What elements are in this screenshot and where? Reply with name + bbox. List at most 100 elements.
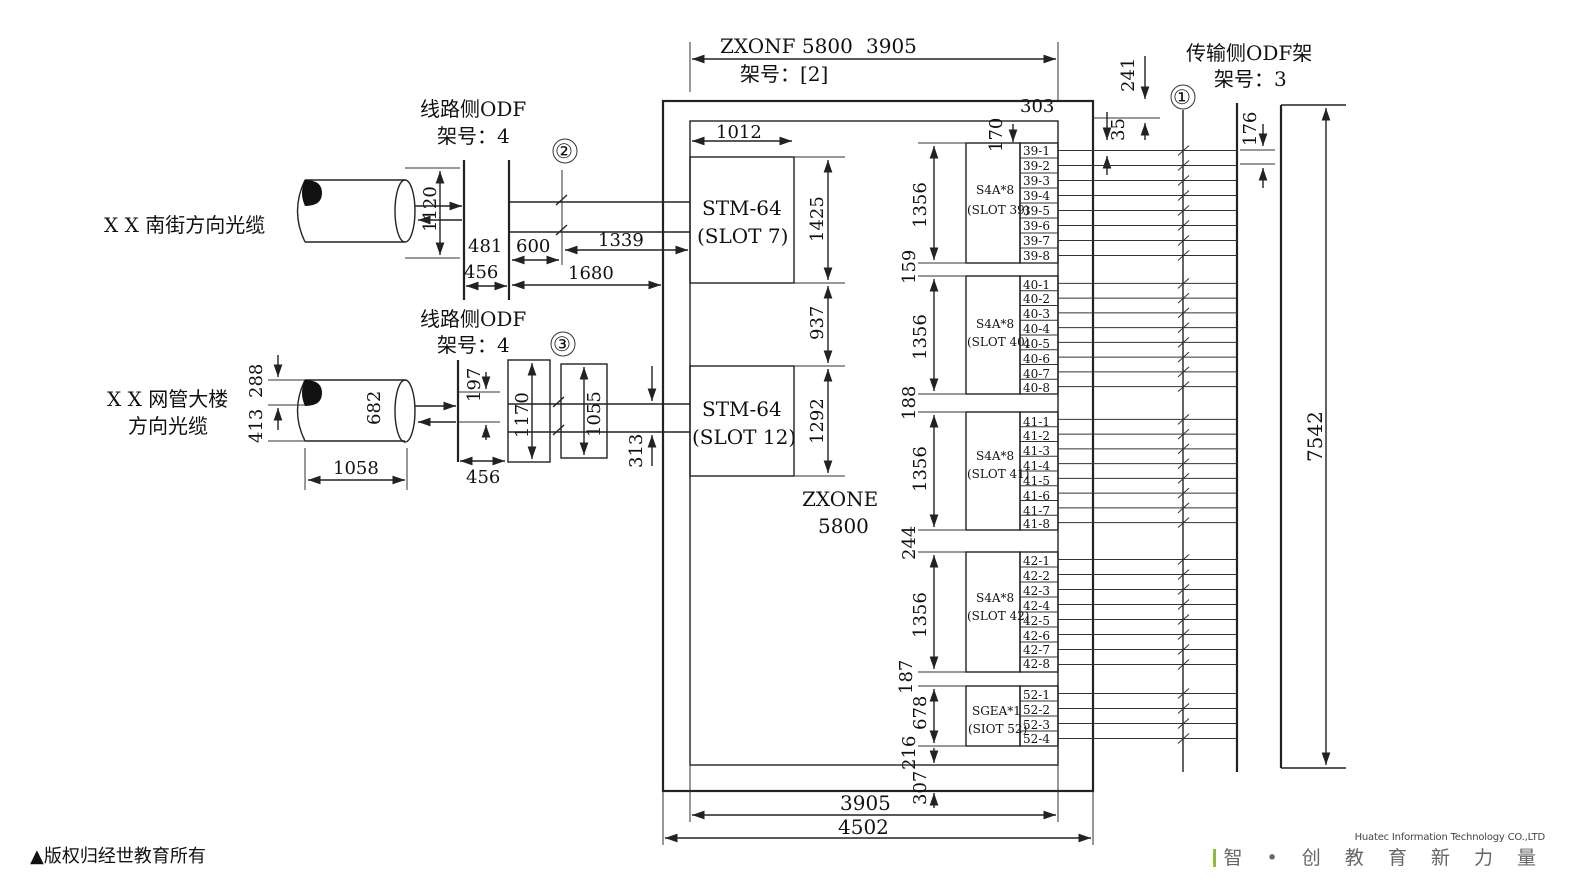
cable-2-icon bbox=[296, 379, 416, 443]
dim-1120: 1120 bbox=[420, 186, 441, 232]
board-stm64-slot7 bbox=[689, 156, 795, 284]
port-splice-mark bbox=[1177, 145, 1190, 156]
port-40-5: 40-5 bbox=[1023, 337, 1050, 351]
board-40-slot: (SLOT 40) bbox=[967, 335, 1029, 349]
tributary-board-41: S4A*8 (SLOT 41) 41-1 41-2 41-3 41-4 41-5… bbox=[965, 411, 1059, 531]
port-41-6: 41-6 bbox=[1023, 489, 1050, 503]
cable-1-icon bbox=[296, 179, 416, 243]
port-40-1: 40-1 bbox=[1023, 278, 1050, 292]
dim-413: 413 bbox=[246, 409, 267, 443]
port-39-5: 39-5 bbox=[1023, 204, 1050, 218]
board-2-slot: (SLOT 12) bbox=[692, 425, 796, 449]
port-42-1: 42-1 bbox=[1023, 554, 1050, 568]
dim-1356-a: 1356 bbox=[910, 182, 931, 228]
port-39-7: 39-7 bbox=[1023, 234, 1050, 248]
dim-1356-c: 1356 bbox=[910, 446, 931, 492]
dim-bottom-3905: 3905 bbox=[840, 791, 891, 815]
cable-2-label-1: X X 网管大楼 bbox=[107, 387, 228, 411]
board-1-name: STM-64 bbox=[702, 196, 782, 220]
dim-1356-b: 1356 bbox=[910, 314, 931, 360]
port-splice-mark bbox=[1177, 220, 1190, 231]
port-42-4: 42-4 bbox=[1023, 599, 1050, 613]
port-splice-mark bbox=[1177, 517, 1190, 528]
header-equipment: ZXONF 5800 bbox=[720, 34, 853, 58]
dim-1012: 1012 bbox=[716, 122, 762, 143]
brand-logo: Huatec Information Technology CO.,LTD 智 … bbox=[1212, 832, 1546, 870]
dim-288: 288 bbox=[246, 364, 267, 398]
port-42-6: 42-6 bbox=[1023, 629, 1050, 643]
odf-transmission-title: 传输侧ODF架 bbox=[1186, 41, 1312, 65]
port-splice-mark bbox=[1177, 473, 1190, 484]
cable-1-label: X X 南街方向光缆 bbox=[104, 213, 265, 237]
port-splice-mark bbox=[1177, 443, 1190, 455]
port-splice-mark bbox=[1177, 414, 1190, 425]
brand-bar-icon bbox=[1212, 849, 1216, 867]
port-splice-mark bbox=[1177, 733, 1190, 744]
header-top-width: 3905 bbox=[866, 34, 917, 58]
port-splice-mark bbox=[1177, 688, 1190, 699]
dim-1356-d: 1356 bbox=[910, 592, 931, 638]
port-40-2: 40-2 bbox=[1023, 292, 1050, 306]
dim-600: 600 bbox=[516, 236, 550, 257]
port-splice-mark bbox=[1177, 292, 1190, 304]
dim-35: 35 bbox=[1108, 118, 1129, 141]
port-splice-mark bbox=[1177, 205, 1190, 216]
dim-bottom-4502: 4502 bbox=[838, 815, 889, 839]
odf-line-1-title: 线路侧ODF bbox=[420, 97, 526, 121]
dim-456-a: 456 bbox=[464, 262, 498, 283]
port-41-2: 41-2 bbox=[1023, 429, 1050, 443]
board-41-slot: (SLOT 41) bbox=[967, 467, 1029, 481]
dim-1425: 1425 bbox=[807, 196, 828, 242]
port-splice-mark bbox=[1177, 458, 1190, 469]
port-39-6: 39-6 bbox=[1023, 219, 1050, 233]
dim-481: 481 bbox=[468, 236, 502, 257]
dim-159: 159 bbox=[899, 250, 920, 284]
marker-3: ③ bbox=[553, 332, 571, 356]
board-40-name: S4A*8 bbox=[976, 317, 1014, 331]
port-connection-lines bbox=[1020, 145, 1237, 747]
copyright-notice: ▲版权归经世教育所有 bbox=[30, 846, 206, 867]
port-splice-mark bbox=[1177, 428, 1190, 440]
port-41-4: 41-4 bbox=[1023, 459, 1050, 473]
dim-170: 170 bbox=[986, 118, 1007, 152]
board-1-slot: (SLOT 7) bbox=[697, 224, 788, 248]
port-40-7: 40-7 bbox=[1023, 367, 1050, 381]
dim-1680: 1680 bbox=[568, 263, 614, 284]
port-39-1: 39-1 bbox=[1023, 144, 1050, 158]
tributary-board-52: SGEA*1 (SIOT 52) 52-1 52-2 52-3 52-4 bbox=[965, 685, 1059, 747]
port-splice-mark bbox=[1177, 629, 1190, 640]
board-39-slot: (SLOT 39) bbox=[967, 203, 1029, 217]
dim-7542: 7542 bbox=[1303, 411, 1327, 462]
port-splice-mark bbox=[1177, 614, 1190, 625]
port-41-8: 41-8 bbox=[1023, 517, 1050, 531]
port-42-7: 42-7 bbox=[1023, 643, 1050, 657]
marker-2: ② bbox=[555, 139, 573, 163]
port-splice-mark bbox=[1177, 190, 1190, 201]
odf-line-2-title: 线路侧ODF bbox=[420, 307, 526, 331]
dim-176: 176 bbox=[1240, 112, 1261, 146]
dim-456-b: 456 bbox=[466, 467, 500, 488]
port-40-3: 40-3 bbox=[1023, 307, 1050, 321]
port-splice-mark bbox=[1177, 381, 1190, 392]
board-42-slot: (SLOT 42) bbox=[967, 609, 1029, 623]
port-splice-mark bbox=[1177, 599, 1190, 610]
dim-1058: 1058 bbox=[333, 458, 379, 479]
port-splice-mark bbox=[1177, 278, 1190, 289]
port-splice-mark bbox=[1177, 659, 1190, 670]
odf-transmission-rack: 架号：3 bbox=[1214, 67, 1287, 91]
dim-1339: 1339 bbox=[598, 230, 644, 251]
port-splice-mark bbox=[1177, 351, 1190, 363]
board-39-name: S4A*8 bbox=[976, 183, 1014, 197]
board-42-name: S4A*8 bbox=[976, 591, 1014, 605]
dim-188: 188 bbox=[899, 386, 920, 420]
dim-187: 187 bbox=[896, 660, 917, 694]
port-splice-mark bbox=[1177, 584, 1190, 595]
port-39-3: 39-3 bbox=[1023, 174, 1050, 188]
brand-english-name: Huatec Information Technology CO.,LTD bbox=[1354, 832, 1546, 843]
port-splice-mark bbox=[1177, 250, 1190, 261]
port-41-1: 41-1 bbox=[1023, 415, 1050, 429]
board-2-name: STM-64 bbox=[702, 397, 782, 421]
port-42-8: 42-8 bbox=[1023, 657, 1050, 671]
port-39-8: 39-8 bbox=[1023, 249, 1050, 263]
